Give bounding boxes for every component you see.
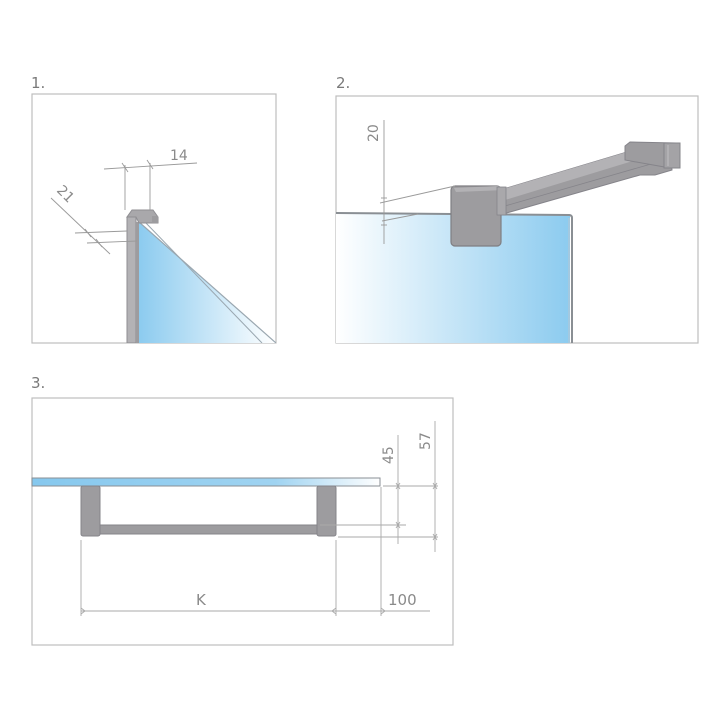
u-profile — [126, 216, 137, 343]
panel-1: 14 21 — [31, 93, 277, 344]
dimension-label-k: K — [196, 591, 207, 609]
panel-2: 20 — [335, 95, 699, 344]
dimension-label-57: 57 — [418, 432, 434, 450]
dimension-14 — [103, 159, 198, 210]
panel-2-number: 2. — [336, 74, 351, 92]
dimension-21 — [50, 197, 138, 255]
panel-3-frame — [31, 397, 454, 646]
dimension-label-14: 14 — [170, 148, 188, 164]
dimension-label-20: 20 — [366, 124, 382, 142]
dimension-label-100: 100 — [388, 591, 417, 609]
glass-clamp — [450, 185, 502, 247]
panel-1-number: 1. — [31, 74, 46, 92]
stabilizer-bar — [99, 524, 321, 535]
panel-3-number: 3. — [31, 374, 46, 392]
glass-panel — [31, 477, 381, 487]
dimension-label-45: 45 — [381, 446, 397, 464]
dimension-20 — [379, 120, 456, 244]
glass-clamp-right — [316, 485, 337, 537]
glass-clamp-left — [80, 485, 101, 537]
dimension-lines — [80, 421, 438, 616]
panel-3: K 100 45 57 — [31, 397, 454, 646]
